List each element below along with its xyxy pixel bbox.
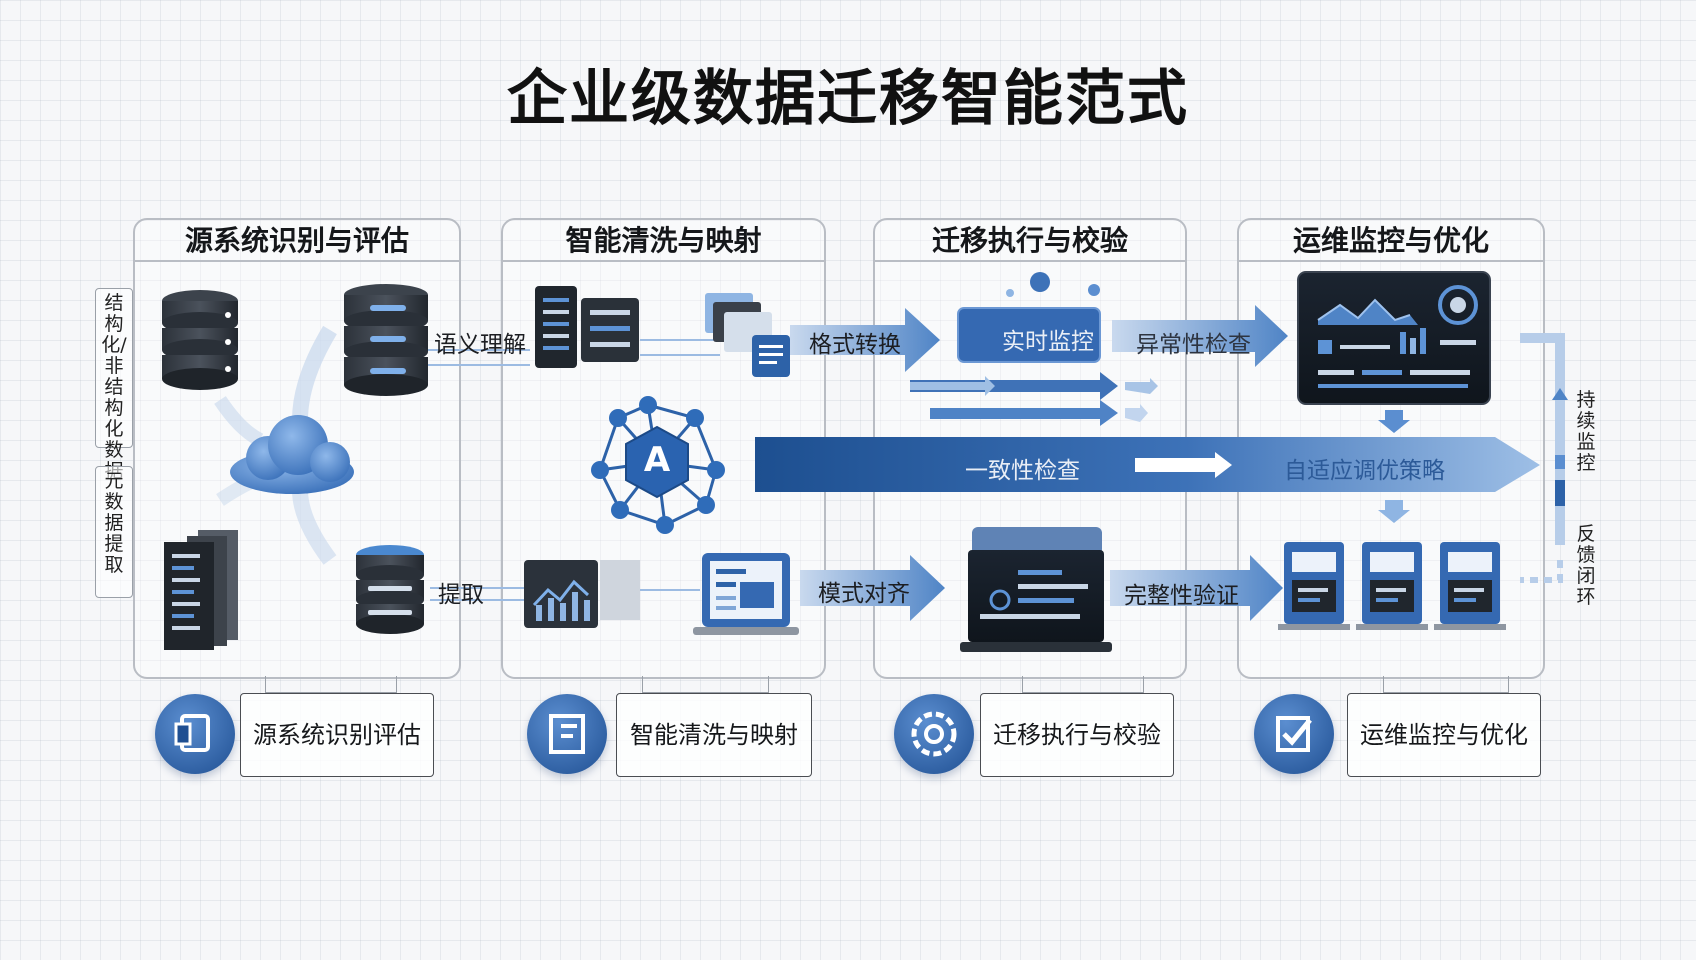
document-icon [155,694,235,774]
server-cluster-icon [1278,542,1506,630]
server-icon [535,286,639,368]
connector [642,676,769,693]
flow-label-integrity: 完整性验证 [1124,583,1239,609]
dashboard-monitor-icon [1297,271,1491,405]
analytics-chart-icon [524,560,640,628]
page-title: 企业级数据迁移智能范式 [507,64,1189,134]
bottom-label: 运维监控与优化 [1347,693,1541,777]
laptop-icon [693,553,799,635]
mapping-icon [527,694,607,774]
stage-title: 运维监控与优化 [1239,220,1543,262]
stage-title: 智能清洗与映射 [503,220,824,262]
bottom-label: 迁移执行与校验 [980,693,1174,777]
connector [1022,676,1144,693]
flow-label-semantic: 语义理解 [434,332,526,358]
ai-letter: A [643,440,671,480]
flow-label-format: 格式转换 [809,332,901,358]
bottom-label: 智能清洗与映射 [616,693,812,777]
server-rack-icon [164,530,238,650]
right-label-continuous: 持续监控 [1576,389,1596,474]
database-icon [356,545,424,634]
ai-network-icon [591,396,725,534]
side-label-metadata: 元数据提取 [95,466,133,598]
gear-icon [894,694,974,774]
realtime-monitor-card [957,272,1101,363]
flow-label-consistency: 一致性检查 [965,458,1080,484]
connector [265,676,397,693]
check-icon [1254,694,1334,774]
flow-label-adaptive: 自适应调优策略 [1284,458,1445,484]
stage-title: 源系统识别与评估 [135,220,459,262]
flow-label-extract: 提取 [438,582,484,608]
documents-icon [705,293,790,377]
side-label-structured: 结构化/非结构化数据 [95,288,133,482]
flow-label-anomaly: 异常性检查 [1136,332,1251,358]
right-label-feedback: 反馈闭环 [1576,523,1596,608]
flow-label-realtime: 实时监控 [1002,329,1094,355]
cloud-icon [230,415,354,494]
console-laptop-icon [960,527,1112,652]
database-icon [344,284,428,396]
stage-title: 迁移执行与校验 [875,220,1185,262]
flow-label-schema: 模式对齐 [818,581,910,607]
connector [1383,676,1509,693]
database-icon [162,290,238,390]
bottom-label: 源系统识别评估 [240,693,434,777]
